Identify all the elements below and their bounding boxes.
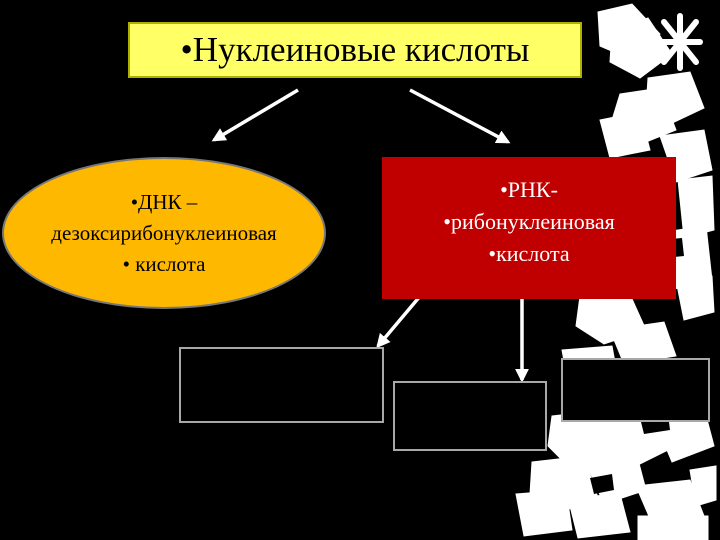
title-bullet	[181, 30, 193, 70]
snow-shape	[677, 175, 715, 239]
title-box: Нуклеиновые кислоты	[128, 22, 582, 78]
rna-line1: РНК-	[507, 177, 558, 202]
dna-line2: дезоксирибонуклеиновая	[51, 220, 277, 245]
dna-node: ДНК – дезоксирибонуклеиновая кислота	[2, 157, 326, 309]
rna-line3: кислота	[496, 241, 570, 266]
snow-shape	[567, 493, 631, 539]
dna-line3: кислота	[129, 251, 206, 276]
dna-bullet	[123, 252, 130, 276]
snow-dot	[685, 263, 695, 273]
dna-bullet	[131, 190, 138, 214]
rna-bullet	[488, 241, 496, 266]
rna-node: РНК- рибонуклеиновая кислота	[382, 157, 676, 299]
dna-line1: ДНК –	[138, 189, 198, 214]
title-text: Нуклеиновые кислоты	[192, 30, 530, 69]
snow-shape	[515, 489, 573, 537]
arrow-to-dna	[211, 88, 299, 142]
snow-shape	[675, 275, 715, 321]
snow-shape	[599, 111, 651, 159]
snow-shape	[689, 465, 717, 507]
snow-shape	[637, 515, 709, 540]
rna-type-box-right	[561, 358, 710, 422]
snow-shape	[609, 17, 673, 79]
arrow-to-rna	[409, 88, 511, 144]
rna-type-box-middle	[393, 381, 547, 451]
snow-gap	[590, 474, 614, 494]
rna-bullet	[443, 209, 451, 234]
snowflake-icon	[657, 13, 703, 71]
rna-type-box-left	[179, 347, 384, 423]
rna-line2: рибонуклеиновая	[451, 209, 615, 234]
snow-dot	[640, 324, 652, 336]
rna-bullet	[500, 177, 508, 202]
